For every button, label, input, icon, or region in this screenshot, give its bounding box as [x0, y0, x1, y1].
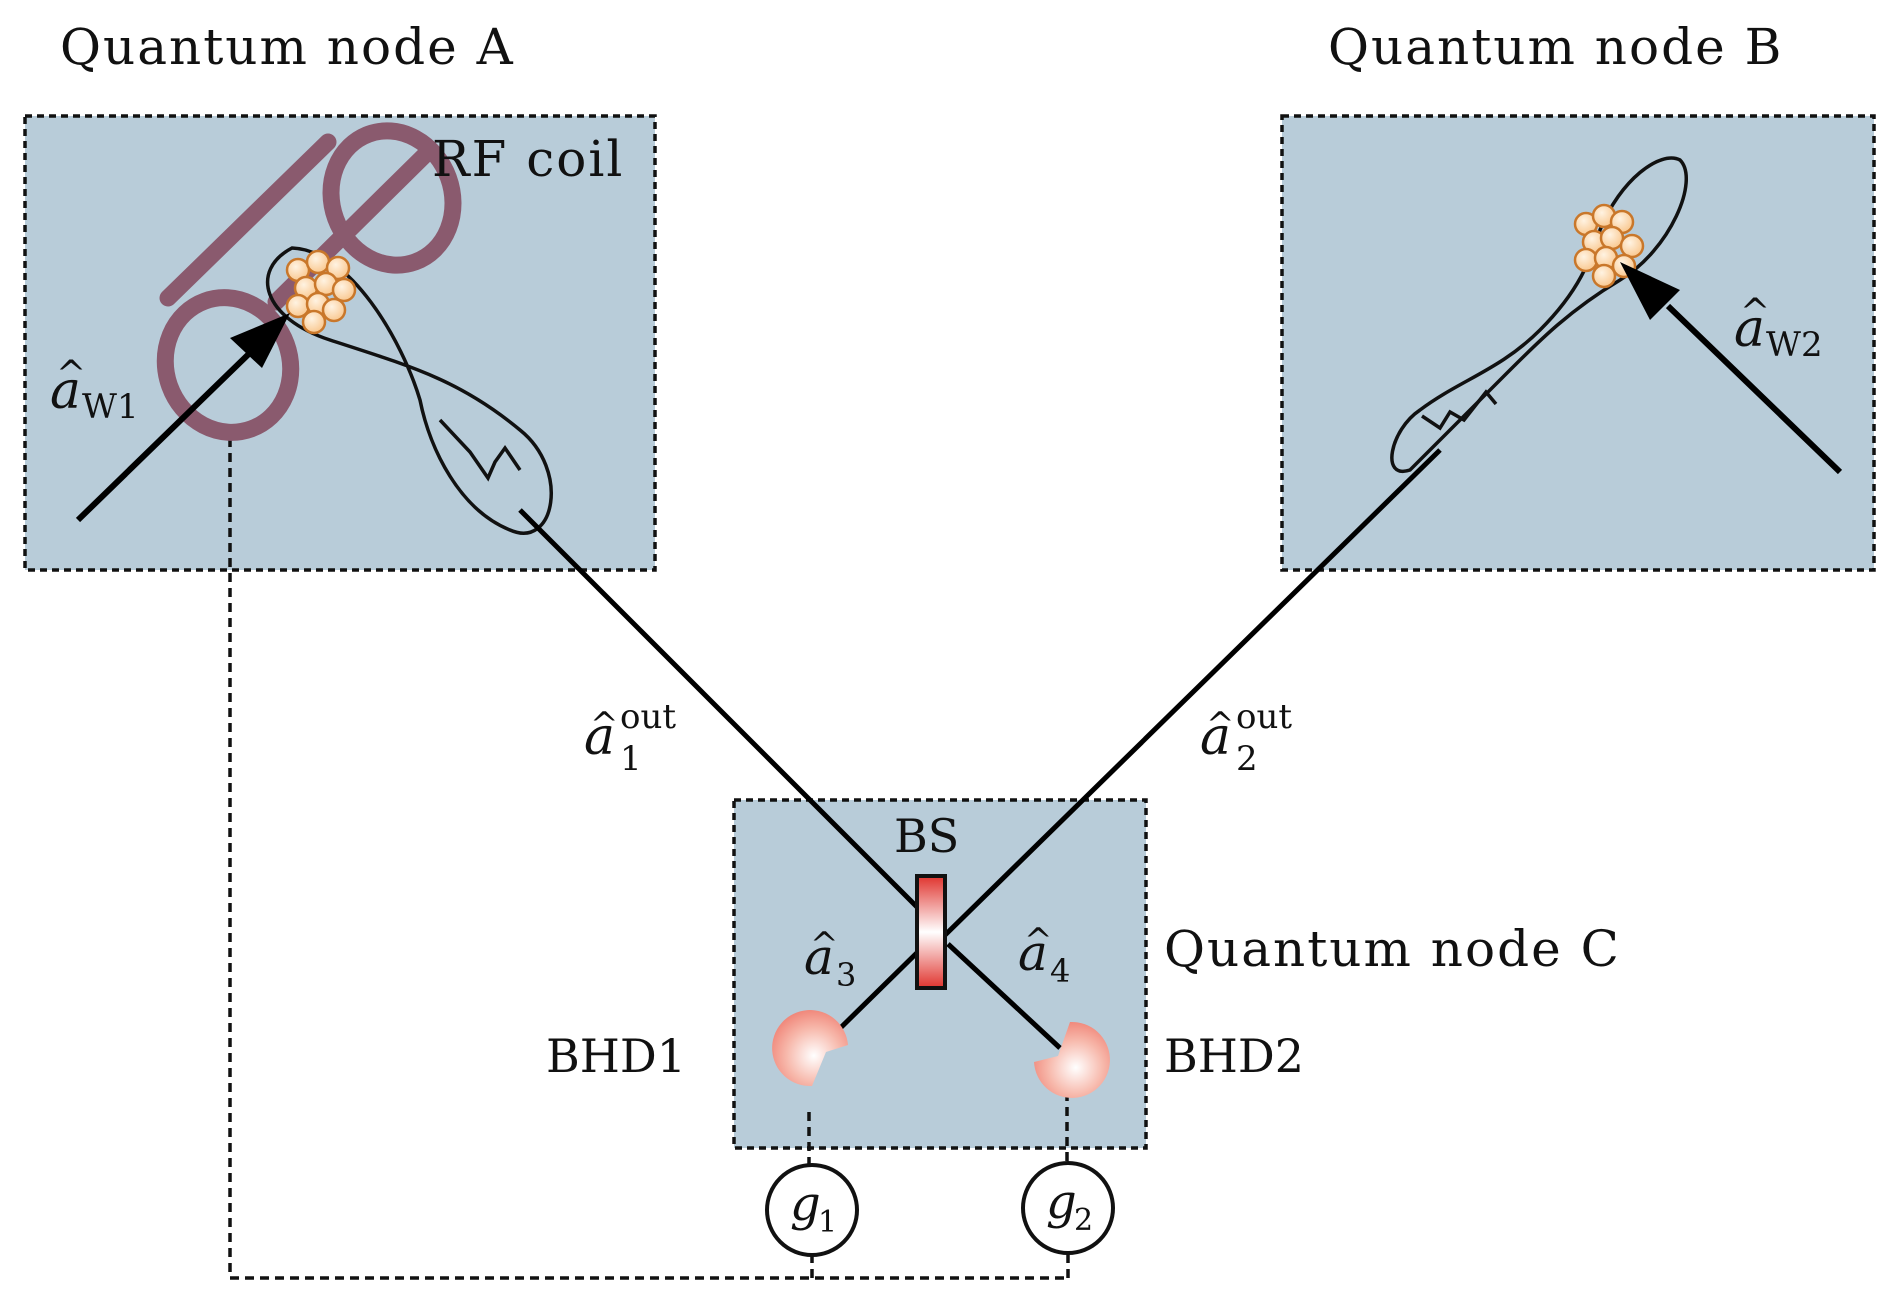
node-c-title: Quantum node C [1164, 920, 1621, 978]
rf-coil [156, 122, 462, 441]
node-b-box [1280, 114, 1876, 572]
detector-bhd2-label: BHD2 [1164, 1029, 1304, 1083]
write-beam-a-arrowhead [230, 313, 290, 368]
mode-label-write-2: ^ a W2 [1734, 292, 1823, 365]
node-a-optical-loop [265, 246, 553, 535]
mode-out-2-hat: ^ [1206, 705, 1235, 745]
write-beam-b-arrowhead [1620, 262, 1680, 320]
mode-write-2-hat: ^ [1740, 292, 1770, 333]
mode-out-1-symbol: a [584, 707, 615, 767]
channel-out-2 [938, 448, 1442, 942]
gain-g2-circle [1021, 1161, 1115, 1255]
mode-write-1-sub: W1 [82, 387, 139, 427]
mode-label-out-2: ^ a 2 out [1200, 697, 1292, 779]
atom-ensemble-a [285, 249, 357, 335]
node-a-cavity-mirror [438, 418, 522, 482]
gain-g1-index: 1 [818, 1205, 837, 1240]
mode-4-hat: ^ [1024, 921, 1053, 961]
atom-ensemble-b [1573, 203, 1645, 289]
rf-coil-label: RF coil [432, 130, 624, 188]
mode-label-out-1: ^ a 1 out [584, 697, 676, 779]
gain-g1-circle [765, 1163, 859, 1257]
mode-label-write-1: ^ a W1 [50, 354, 139, 427]
write-beam-b [1665, 303, 1843, 475]
mode-out-1-sup: out [620, 697, 676, 737]
gain-g2-index: 2 [1074, 1203, 1093, 1238]
mode-4-symbol: a [1018, 924, 1048, 982]
mode-out-2-symbol: a [1200, 707, 1231, 767]
mode-3-symbol: a [804, 928, 834, 986]
mode-out-1-sub: 1 [620, 739, 642, 779]
mode-write-1-symbol: a [50, 361, 81, 421]
gain-g2-label: g 2 [1046, 1174, 1093, 1238]
mode-label-3: ^ a 3 [804, 925, 856, 994]
detector-bhd1 [772, 1010, 848, 1087]
beam-splitter-label: BS [894, 809, 959, 863]
node-b-title: Quantum node B [1328, 18, 1783, 76]
node-b-cavity-mirror [1421, 389, 1498, 431]
mode-out-1-hat: ^ [590, 705, 619, 745]
beam-splitter [915, 874, 947, 990]
mode-3-hat: ^ [810, 925, 839, 965]
gain-g1-label: g 1 [790, 1176, 837, 1240]
mode-out-2-sup: out [1236, 697, 1292, 737]
detector-bhd2 [1034, 1021, 1110, 1098]
mode-write-2-sub: W2 [1766, 325, 1823, 365]
gain-g2-symbol: g [1046, 1174, 1077, 1230]
mode-out-2-sub: 2 [1236, 739, 1258, 779]
mode-write-2-symbol: a [1734, 299, 1765, 359]
channel-out-1 [518, 508, 942, 932]
mode-3-sub: 3 [836, 956, 856, 994]
write-beam-a [75, 342, 261, 523]
detector-bhd1-label: BHD1 [546, 1029, 686, 1083]
node-a-title: Quantum node A [60, 18, 515, 76]
mode-4-sub: 4 [1050, 952, 1070, 990]
mode-4-beam [946, 942, 1062, 1050]
classical-feed-forward-lines [228, 438, 1070, 1280]
mode-write-1-hat: ^ [56, 354, 86, 395]
gain-g1-symbol: g [790, 1176, 821, 1232]
mode-label-4: ^ a 4 [1018, 921, 1070, 990]
